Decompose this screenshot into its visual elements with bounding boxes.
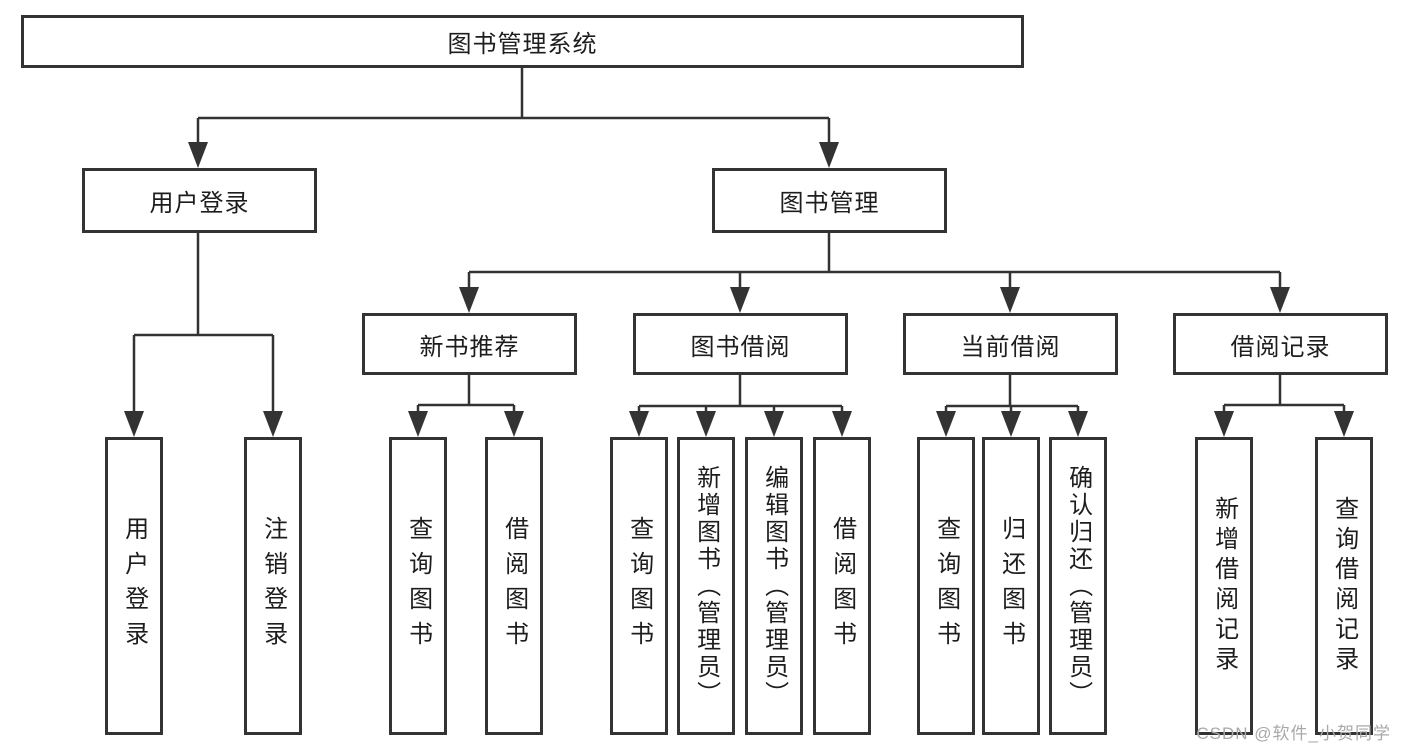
node-label: 图书管理系统 xyxy=(447,31,598,58)
node-label: 当前借阅 xyxy=(960,333,1061,361)
arrow-down-icon xyxy=(696,411,716,437)
leaf-logout: 注销登录 xyxy=(244,437,302,735)
leaf-label: 归还图书 xyxy=(997,516,1025,656)
node-label: 图书借阅 xyxy=(690,333,791,361)
arrow-down-icon xyxy=(936,411,956,437)
node-current-borrowing: 当前借阅 xyxy=(903,313,1118,375)
arrow-down-icon xyxy=(1270,287,1290,313)
leaf-label: 查询图书 xyxy=(625,516,653,656)
leaf-label: 借阅图书 xyxy=(500,516,528,656)
arrow-down-icon xyxy=(1001,411,1021,437)
node-user-login: 用户登录 xyxy=(82,168,317,233)
node-book-borrowing: 图书借阅 xyxy=(633,313,848,375)
leaf-label: 查询图书 xyxy=(404,516,432,656)
leaf-query-book-recommend: 查询图书 xyxy=(389,437,447,735)
watermark: CSDN @软件_小贺同学 xyxy=(1196,724,1391,743)
leaf-label: 编辑图书（管理员） xyxy=(760,464,788,708)
arrow-down-icon xyxy=(1334,411,1354,437)
leaf-user-login: 用户登录 xyxy=(105,437,163,735)
leaf-confirm-return-admin: 确认归还（管理员） xyxy=(1049,437,1107,735)
arrow-down-icon xyxy=(764,411,784,437)
leaf-label: 新增借阅记录 xyxy=(1210,496,1238,676)
leaf-edit-book-admin: 编辑图书（管理员） xyxy=(745,437,803,735)
arrow-down-icon xyxy=(832,411,852,437)
leaf-label: 查询图书 xyxy=(932,516,960,656)
leaf-label: 借阅图书 xyxy=(828,516,856,656)
node-new-book-recommend: 新书推荐 xyxy=(362,313,577,375)
node-label: 借阅记录 xyxy=(1230,333,1331,361)
leaf-return-book: 归还图书 xyxy=(982,437,1040,735)
leaf-add-borrow-record: 新增借阅记录 xyxy=(1195,437,1253,735)
node-label: 新书推荐 xyxy=(419,333,520,361)
arrow-down-icon xyxy=(504,411,524,437)
leaf-label: 新增图书（管理员） xyxy=(692,464,720,708)
node-book-management: 图书管理 xyxy=(712,168,947,233)
leaf-label: 用户登录 xyxy=(120,516,148,656)
node-borrowing-records: 借阅记录 xyxy=(1173,313,1388,375)
leaf-query-book-borrowing: 查询图书 xyxy=(610,437,668,735)
arrow-down-icon xyxy=(263,411,283,437)
arrow-down-icon xyxy=(459,287,479,313)
arrow-down-icon xyxy=(819,142,839,168)
arrow-down-icon xyxy=(1000,287,1020,313)
leaf-query-borrow-record: 查询借阅记录 xyxy=(1315,437,1373,735)
arrow-down-icon xyxy=(730,287,750,313)
leaf-add-book-admin: 新增图书（管理员） xyxy=(677,437,735,735)
arrow-down-icon xyxy=(629,411,649,437)
arrow-down-icon xyxy=(1214,411,1234,437)
leaf-borrow-book-recommend: 借阅图书 xyxy=(485,437,543,735)
node-label: 图书管理 xyxy=(779,190,880,217)
leaf-label: 查询借阅记录 xyxy=(1330,496,1358,676)
leaf-label: 确认归还（管理员） xyxy=(1064,464,1092,708)
arrow-down-icon xyxy=(188,142,208,168)
leaf-query-book-current: 查询图书 xyxy=(917,437,975,735)
node-label: 用户登录 xyxy=(149,190,250,217)
arrow-down-icon xyxy=(1068,411,1088,437)
leaf-borrow-book: 借阅图书 xyxy=(813,437,871,735)
node-library-system: 图书管理系统 xyxy=(21,15,1024,68)
arrow-down-icon xyxy=(124,411,144,437)
leaf-label: 注销登录 xyxy=(259,516,287,656)
arrow-down-icon xyxy=(408,411,428,437)
